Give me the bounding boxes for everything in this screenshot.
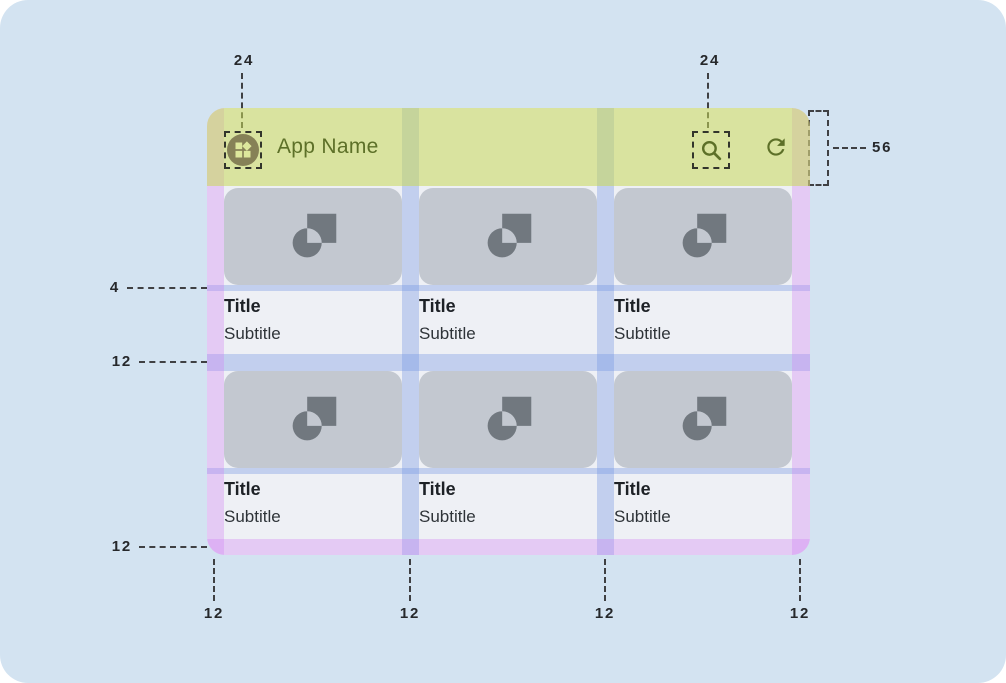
image-placeholder-icon — [682, 396, 727, 440]
card[interactable]: Title Subtitle — [614, 188, 792, 354]
row-gap-label: 12 — [111, 353, 132, 370]
appbar-height-bracket — [808, 110, 829, 186]
card[interactable]: Title Subtitle — [419, 371, 597, 539]
card-grid: Title Subtitle Title Subtitle — [224, 186, 792, 555]
dashed-line — [833, 147, 866, 149]
bottom-margin-label: 12 — [111, 538, 132, 555]
title-gap-label: 4 — [109, 279, 120, 296]
card-title: Title — [224, 479, 261, 499]
card-subtitle: Subtitle — [224, 324, 281, 343]
dashed-line — [213, 559, 215, 601]
image-placeholder-icon — [682, 213, 727, 257]
card-subtitle: Subtitle — [224, 507, 281, 526]
image-placeholder-icon — [292, 213, 337, 257]
dashed-line — [409, 559, 411, 601]
app-title: App Name — [277, 135, 379, 158]
dashed-line — [139, 546, 207, 548]
refresh-icon[interactable] — [763, 134, 789, 160]
image-placeholder-icon — [292, 396, 337, 440]
card-subtitle: Subtitle — [419, 507, 476, 526]
image-placeholder-icon — [487, 396, 532, 440]
top-app-bar: App Name — [207, 108, 810, 186]
card-title: Title — [614, 479, 651, 499]
card-text: Title Subtitle — [614, 474, 792, 539]
card-subtitle: Subtitle — [614, 507, 671, 526]
gutter-width-label: 12 — [594, 605, 616, 622]
gutter-width-label: 12 — [203, 605, 225, 622]
card-subtitle: Subtitle — [614, 324, 671, 343]
nav-icon-keyline — [224, 131, 262, 169]
card-text: Title Subtitle — [224, 474, 402, 539]
appbar-height-label: 56 — [872, 139, 893, 156]
dashed-line — [139, 361, 207, 363]
search-icon[interactable] — [699, 138, 724, 163]
card-media — [419, 188, 597, 285]
dashed-line — [604, 559, 606, 601]
grid-column: Title Subtitle Title Subtitle — [419, 186, 597, 555]
gutter-width-label: 12 — [399, 605, 421, 622]
card-text: Title Subtitle — [419, 291, 597, 354]
card-subtitle: Subtitle — [419, 324, 476, 343]
card[interactable]: Title Subtitle — [224, 188, 402, 354]
card-media — [224, 188, 402, 285]
card[interactable]: Title Subtitle — [224, 371, 402, 539]
card-text: Title Subtitle — [224, 291, 402, 354]
widgets-icon[interactable] — [227, 134, 259, 166]
card-text: Title Subtitle — [419, 474, 597, 539]
nav-icon-size-label: 24 — [233, 52, 255, 69]
card-media — [224, 371, 402, 468]
card-media — [614, 188, 792, 285]
image-placeholder-icon — [487, 213, 532, 257]
app-mockup: Title Subtitle Title Subtitle — [207, 108, 810, 555]
card[interactable]: Title Subtitle — [614, 371, 792, 539]
action-icon-size-label: 24 — [699, 52, 721, 69]
card-media — [614, 371, 792, 468]
card-title: Title — [419, 296, 456, 316]
dashed-line — [707, 73, 709, 128]
grid-column: Title Subtitle Title Subtitle — [614, 186, 792, 555]
card-media — [419, 371, 597, 468]
card[interactable]: Title Subtitle — [419, 188, 597, 354]
card-text: Title Subtitle — [614, 291, 792, 354]
dashed-line — [241, 73, 243, 128]
card-title: Title — [419, 479, 456, 499]
card-title: Title — [614, 296, 651, 316]
grid-column: Title Subtitle Title Subtitle — [224, 186, 402, 555]
gutter-width-label: 12 — [789, 605, 811, 622]
dashed-line — [127, 287, 207, 289]
card-title: Title — [224, 296, 261, 316]
dashed-line — [799, 559, 801, 601]
search-icon-keyline — [692, 131, 730, 169]
